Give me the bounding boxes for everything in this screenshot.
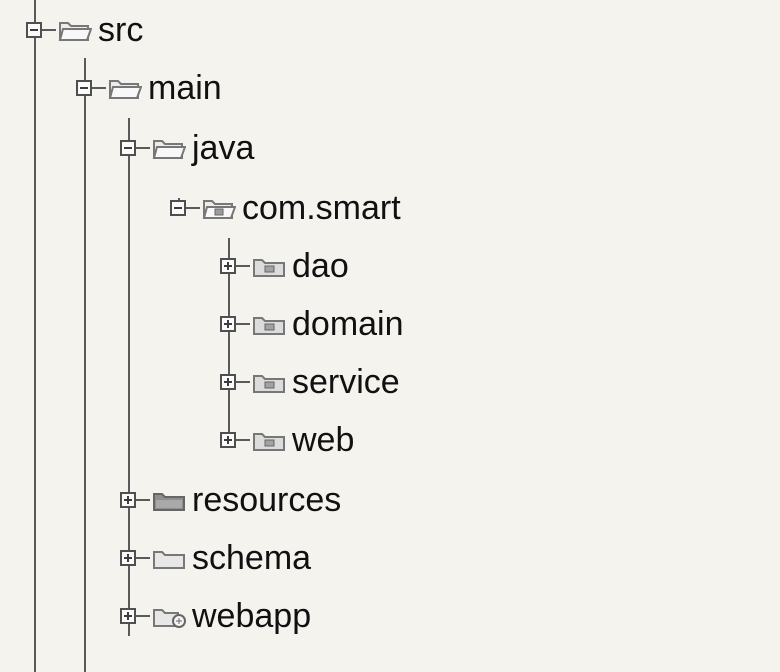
- tree-connector: [236, 439, 250, 441]
- tree-item-dao[interactable]: dao: [220, 246, 349, 286]
- tree-guide-line: [228, 238, 230, 440]
- tree-item-label: java: [192, 129, 255, 167]
- expand-toggle[interactable]: [120, 492, 136, 508]
- collapse-toggle[interactable]: [120, 140, 136, 156]
- tree-item-label: service: [292, 363, 400, 401]
- expand-toggle[interactable]: [220, 258, 236, 274]
- tree-guide-line: [84, 78, 86, 672]
- tree-connector: [136, 499, 150, 501]
- tree-item-com-smart[interactable]: com.smart: [170, 188, 401, 228]
- tree-connector: [92, 87, 106, 89]
- tree-guide-line: [34, 0, 36, 672]
- tree-connector: [236, 265, 250, 267]
- expand-toggle[interactable]: [220, 316, 236, 332]
- folder-open-icon: [58, 22, 92, 41]
- collapse-toggle[interactable]: [76, 80, 92, 96]
- collapse-toggle[interactable]: [26, 22, 42, 38]
- tree-item-label: domain: [292, 305, 404, 343]
- tree-item-service[interactable]: service: [220, 362, 400, 402]
- tree-item-src[interactable]: src: [26, 10, 143, 50]
- package-folder-icon: [253, 433, 285, 451]
- tree-item-label: webapp: [192, 597, 312, 635]
- folder-icon: [153, 493, 185, 511]
- expand-toggle[interactable]: [220, 432, 236, 448]
- tree-item-label: schema: [192, 539, 312, 577]
- tree-connector: [42, 29, 56, 31]
- tree-item-label: com.smart: [242, 189, 401, 227]
- tree-guide-line: [128, 118, 130, 138]
- collapse-toggle[interactable]: [170, 200, 186, 216]
- package-folder-icon: [253, 375, 285, 393]
- tree-guide-line: [128, 138, 130, 636]
- tree-connector: [186, 207, 200, 209]
- expand-toggle[interactable]: [120, 608, 136, 624]
- tree-item-label: src: [98, 11, 144, 49]
- tree-connector: [136, 147, 150, 149]
- tree-item-domain[interactable]: domain: [220, 304, 404, 344]
- expand-toggle[interactable]: [220, 374, 236, 390]
- tree-item-webapp[interactable]: webapp: [120, 596, 311, 636]
- tree-item-label: dao: [292, 247, 349, 285]
- tree-item-java[interactable]: java: [120, 128, 254, 168]
- tree-item-label: main: [148, 69, 222, 107]
- tree-item-label: resources: [192, 481, 342, 519]
- tree-connector: [136, 557, 150, 559]
- tree-connector: [236, 381, 250, 383]
- tree-connector: [136, 615, 150, 617]
- package-folder-icon: [253, 259, 285, 277]
- tree-connector: [236, 323, 250, 325]
- folder-icon: [153, 551, 185, 569]
- expand-toggle[interactable]: [120, 550, 136, 566]
- package-folder-icon: [253, 317, 285, 335]
- tree-item-label: web: [292, 421, 355, 459]
- folder-open-icon: [152, 140, 186, 159]
- tree-guide-line: [84, 58, 86, 78]
- package-open-icon: [202, 200, 236, 219]
- folder-open-icon: [108, 80, 142, 99]
- tree-item-main[interactable]: main: [76, 68, 222, 108]
- tree-guide-line: [34, 0, 36, 18]
- tree-item-resources[interactable]: resources: [120, 480, 341, 520]
- tree-item-schema[interactable]: schema: [120, 538, 311, 578]
- webapp-folder-icon: [153, 609, 186, 628]
- tree-item-web[interactable]: web: [220, 420, 354, 460]
